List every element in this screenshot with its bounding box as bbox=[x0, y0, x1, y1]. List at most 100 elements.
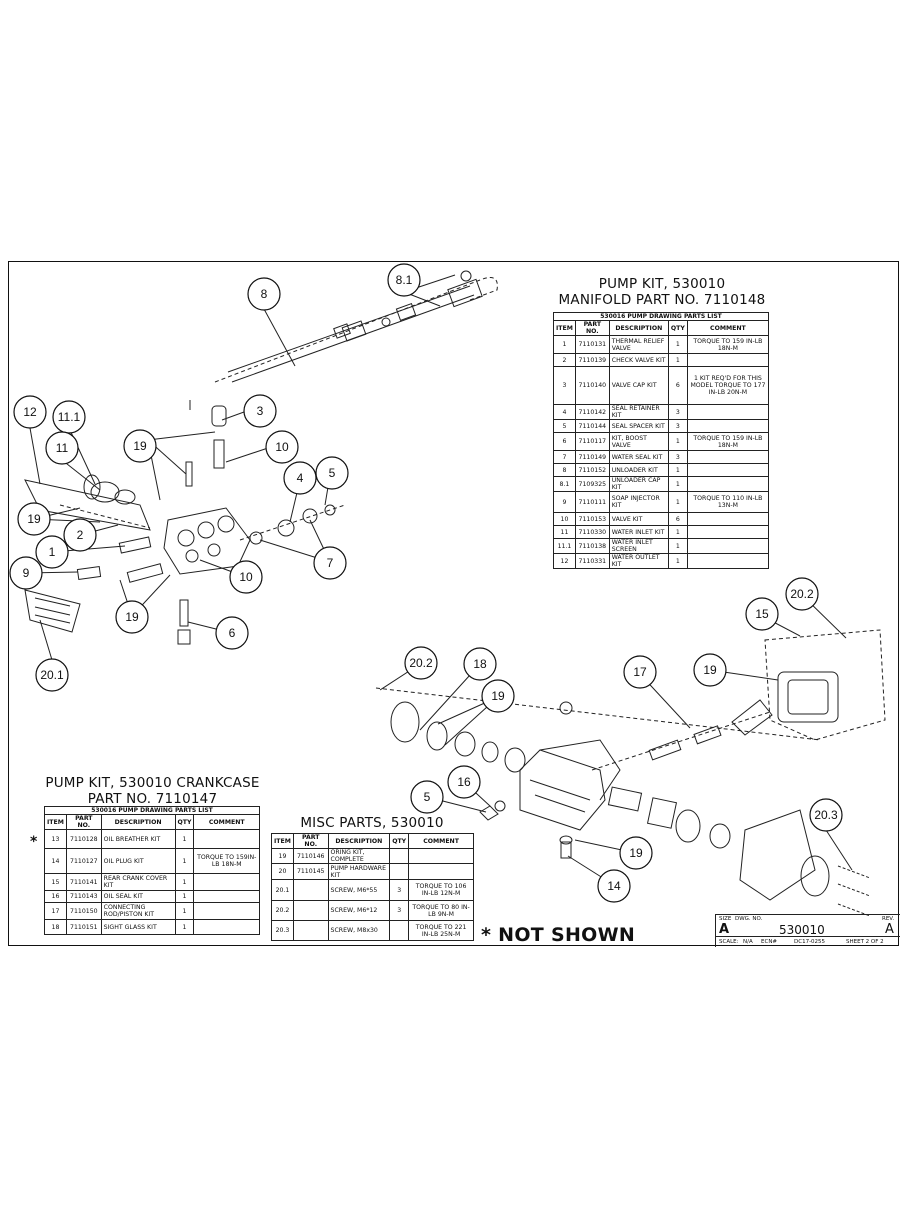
cell-part-no: 7110149 bbox=[574, 450, 610, 464]
cell-description: SCREW, M6*55 bbox=[327, 879, 391, 901]
balloon-17 bbox=[623, 655, 657, 689]
cell-description: SCREW, M6*12 bbox=[327, 900, 391, 921]
cell-part-no: 7110144 bbox=[574, 419, 610, 433]
cell-comment bbox=[193, 829, 260, 849]
cell-comment bbox=[686, 553, 770, 569]
balloon-11 bbox=[45, 431, 79, 465]
manifold-parts-table: 530016 PUMP DRAWING PARTS LIST ITEM PART… bbox=[553, 312, 770, 569]
cell-item: 8.1 bbox=[553, 476, 576, 492]
balloon-20-1 bbox=[35, 658, 69, 692]
cell-item: 9 bbox=[553, 491, 576, 513]
cell-comment bbox=[686, 512, 770, 526]
cell-description: WATER SEAL KIT bbox=[608, 450, 669, 464]
balloon-label: 5 bbox=[424, 790, 431, 804]
cell-qty: 1 bbox=[667, 538, 688, 554]
callout-balloons bbox=[9, 263, 843, 903]
col-part-no: PART NO. bbox=[292, 833, 329, 849]
cell-item: 12 bbox=[553, 553, 576, 569]
balloon-label: 20.2 bbox=[409, 656, 433, 670]
cell-comment bbox=[686, 419, 770, 433]
cell-item: 10 bbox=[553, 512, 576, 526]
balloon-label: 20.3 bbox=[814, 808, 838, 822]
balloon-label: 16 bbox=[457, 775, 471, 789]
cell-comment: TORQUE TO 110 IN-LB 13N-M bbox=[686, 491, 770, 513]
cell-item: 11 bbox=[553, 525, 576, 539]
crankcase-assembly bbox=[375, 629, 886, 917]
rev-label: REV. bbox=[882, 916, 895, 922]
cell-qty: 1 bbox=[667, 525, 688, 539]
cell-part-no: 7110140 bbox=[574, 366, 610, 405]
scale-label: SCALE: bbox=[719, 939, 739, 945]
cell-description: WATER INLET SCREEN bbox=[608, 538, 669, 554]
cell-item: 14 bbox=[44, 848, 67, 874]
cell-part-no: 7110146 bbox=[292, 848, 329, 864]
balloon-8 bbox=[247, 277, 281, 311]
balloon-20-2-a bbox=[785, 577, 819, 611]
balloon-9 bbox=[9, 556, 43, 590]
balloon-label: 7 bbox=[327, 556, 334, 570]
dwg-no-label: DWG. NO. bbox=[735, 916, 763, 922]
cell-description: WATER OUTLET KIT bbox=[608, 553, 669, 569]
cell-part-no: 7110117 bbox=[574, 432, 610, 451]
balloon-label: 19 bbox=[491, 689, 505, 703]
cell-description: REAR CRANK COVER KIT bbox=[100, 873, 176, 891]
cell-part-no: 7110151 bbox=[65, 919, 102, 935]
cell-item: 5 bbox=[553, 419, 576, 433]
cell-description: THERMAL RELIEF VALVE bbox=[608, 335, 669, 354]
ecn-label: ECN# bbox=[761, 939, 778, 945]
cell-qty: 6 bbox=[667, 512, 688, 526]
balloon-20-3 bbox=[809, 798, 843, 832]
crankcase-kit-title: PUMP KIT, 530010 CRANKCASE PART NO. 7110… bbox=[40, 775, 265, 807]
cell-part-no: 7110142 bbox=[574, 404, 610, 420]
rev-value: A bbox=[885, 922, 894, 937]
misc-parts-table: ITEM PART NO. DESCRIPTION QTY COMMENT 19… bbox=[271, 833, 474, 941]
scale-value: N/A bbox=[743, 939, 753, 945]
balloon-6 bbox=[215, 616, 249, 650]
cell-comment bbox=[193, 919, 260, 935]
cell-comment: TORQUE TO 159IN-LB 18N-M bbox=[193, 848, 260, 874]
cell-item: 3 bbox=[553, 366, 576, 405]
col-item: ITEM bbox=[44, 814, 67, 830]
balloon-label: 1 bbox=[49, 545, 56, 559]
cell-description: VALVE KIT bbox=[608, 512, 669, 526]
balloon-5-a bbox=[315, 456, 349, 490]
balloon-label: 8 bbox=[261, 287, 268, 301]
cell-description: KIT, BOOST VALVE bbox=[608, 432, 669, 451]
balloon-20-2-b bbox=[404, 646, 438, 680]
not-shown-note: * NOT SHOWN bbox=[481, 924, 636, 946]
balloon-label: 9 bbox=[23, 566, 30, 580]
col-comment: COMMENT bbox=[686, 320, 770, 336]
cell-description: OIL BREATHER KIT bbox=[100, 829, 176, 849]
cell-part-no: 7110138 bbox=[574, 538, 610, 554]
cell-comment bbox=[193, 873, 260, 891]
balloon-label: 17 bbox=[633, 665, 647, 679]
cell-item: 16 bbox=[44, 890, 67, 903]
cell-qty: 1 bbox=[667, 553, 688, 569]
balloon-4 bbox=[283, 461, 317, 495]
cell-item: 13 bbox=[44, 829, 67, 849]
cell-part-no: 7110152 bbox=[574, 463, 610, 477]
balloon-label: 14 bbox=[607, 879, 621, 893]
manifold-title-line1: PUMP KIT, 530010 bbox=[598, 276, 726, 292]
cell-part-no: 7110331 bbox=[574, 553, 610, 569]
balloon-label: 19 bbox=[629, 846, 643, 860]
balloon-label: 4 bbox=[297, 471, 304, 485]
cell-comment bbox=[193, 902, 260, 920]
cell-part-no: 7110131 bbox=[574, 335, 610, 354]
cell-part-no bbox=[292, 920, 329, 941]
balloon-label: 19 bbox=[125, 610, 139, 624]
balloon-16 bbox=[447, 765, 481, 799]
